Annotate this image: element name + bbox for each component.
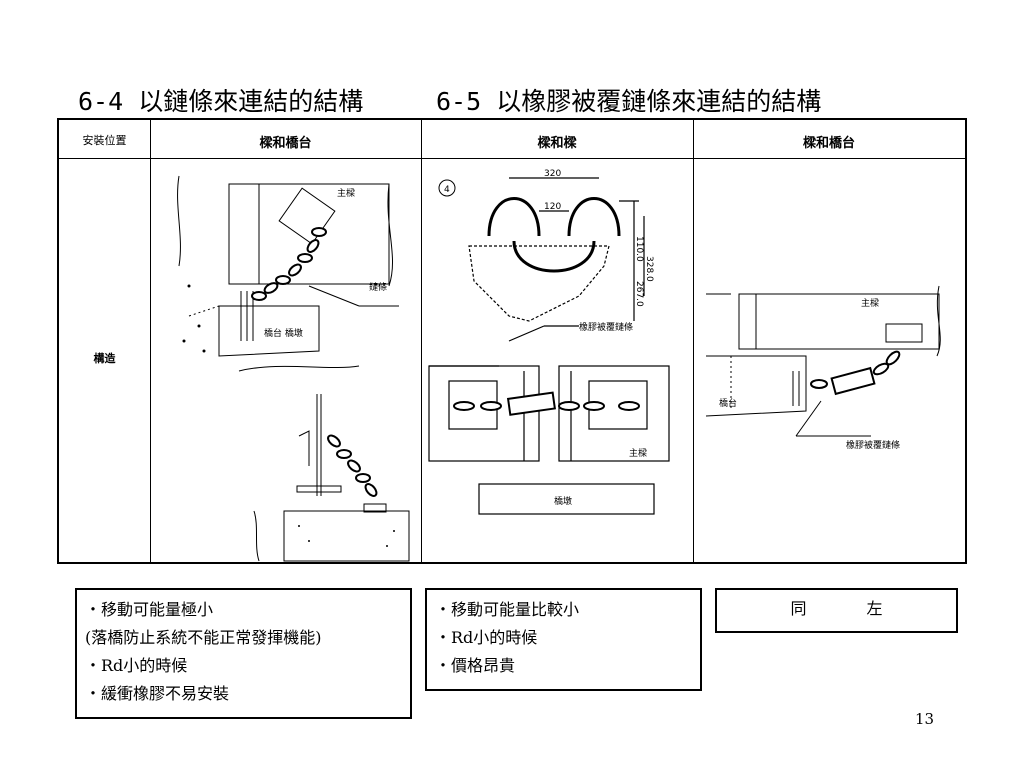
col2-label-rubber-chain: 橡膠被覆鏈條 [579,321,633,333]
table-header-divider [59,158,965,159]
comparison-table: 安裝位置 構造 樑和橋台 樑和樑 樑和橋台 [57,118,967,564]
col1-label-chain: 鏈條 [369,281,387,293]
note-left-line-1: ・移動可能量極小 [85,600,214,619]
note-mid-line-3: ・價格昂貴 [435,656,516,675]
table-divider-3 [693,120,694,562]
main-beam-shape [228,183,390,285]
row-header-install-position: 安裝位置 [82,134,127,147]
note-box-rubber-chain: ・移動可能量比較小 ・Rd小的時候 ・價格昂貴 [425,588,702,691]
col2-dim-b: 328.0 [644,256,654,282]
table-divider-2 [421,120,422,562]
note-mid-line-2: ・Rd小的時候 [435,628,538,647]
col3-main-beam-shape [738,293,940,350]
col2-dim-a: 110.0 [634,236,644,262]
col1-label-abutment-pier: 橋台 橋墩 [264,327,303,339]
heading-6-4: 6-4 以鏈條來連結的結構 [78,87,364,116]
col3-label-abutment: 橋台 [719,397,737,409]
col2-dim-top: 320 [544,169,561,179]
note-right-same: 同 [790,599,807,618]
page-number: 13 [915,710,935,728]
rubber-chain-abutment-diagram: 主樑 橋台 橡膠被覆鏈條 [705,285,941,451]
column-header-2: 樑和樑 [537,136,577,151]
row-header-structure: 構造 [93,352,116,365]
note-mid-line-1: ・移動可能量比較小 [435,600,580,619]
note-box-chain: ・移動可能量極小 (落橋防止系統不能正常發揮機能) ・Rd小的時候 ・緩衝橡膠不… [75,588,412,719]
col2-label-pier: 橋墩 [554,495,572,507]
table-divider-1 [150,120,151,562]
note-left-line-2: (落橋防止系統不能正常發揮機能) [85,628,322,647]
note-left-line-3: ・Rd小的時候 [85,656,188,675]
col3-label-rubber-chain: 橡膠被覆鏈條 [846,439,900,451]
col2-dim-inner: 120 [544,202,561,212]
chain-abutment-diagram: 主樑 鏈條 橋台 橋墩 [177,175,410,562]
col1-label-main-beam: 主樑 [337,187,355,199]
column-header-3: 樑和橋台 [802,136,855,151]
note-box-same-as-left: 同左 [715,588,958,633]
col2-label-main-beam: 主樑 [629,447,647,459]
heading-6-5: 6-5 以橡膠被覆鏈條來連結的結構 [436,87,822,116]
rubber-chain-beam-diagram: 4 320 120 110.0 328.0 267.0 橡膠被覆鏈條 主樑 橋墩 [428,169,670,515]
note-left-line-4: ・緩衝橡膠不易安裝 [85,684,230,703]
note-right-left: 左 [866,599,883,618]
col2-callout: 4 [444,185,450,195]
column-header-1: 樑和橋台 [259,136,312,151]
rubber-coating-shape [468,245,610,322]
col3-label-main-beam: 主樑 [861,297,879,309]
col2-dim-c: 267.0 [634,281,644,307]
